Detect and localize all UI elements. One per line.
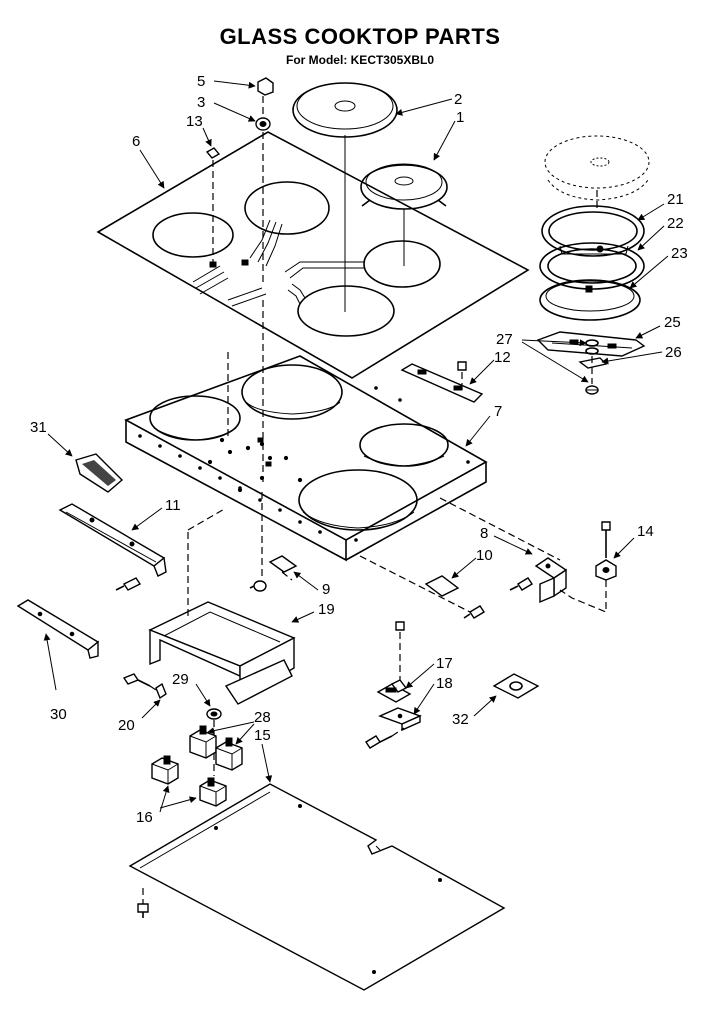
callout-21: 21 — [667, 191, 684, 208]
glass-cooktop-top — [96, 131, 530, 379]
callout-9: 9 — [322, 581, 330, 598]
screw-17 — [395, 621, 405, 631]
radiant-element-small — [360, 163, 448, 210]
box-19 — [148, 601, 296, 705]
washer-29 — [206, 708, 222, 720]
callout-6: 6 — [132, 133, 140, 150]
callout-14: 14 — [637, 523, 654, 540]
switch-28b — [215, 737, 243, 771]
bracket-12 — [400, 361, 484, 403]
callout-16: 16 — [136, 809, 153, 826]
trim-ring-21 — [541, 205, 645, 257]
bracket-25 — [536, 331, 646, 357]
ring-23 — [539, 279, 641, 321]
plate-32 — [492, 673, 540, 699]
bottom-panel-15 — [128, 783, 506, 991]
callout-numbers: 5 3 13 6 2 1 21 22 23 25 26 27 12 7 31 1… — [30, 73, 688, 826]
screw-9 — [249, 580, 267, 592]
callout-22: 22 — [667, 215, 684, 232]
clip-26 — [578, 357, 608, 369]
callout-3: 3 — [197, 94, 205, 111]
callout-18: 18 — [436, 675, 453, 692]
switch-16a — [151, 755, 179, 785]
callout-30: 30 — [50, 706, 67, 723]
callout-11: 11 — [165, 497, 181, 514]
rear-bracket-11 — [58, 503, 167, 577]
callout-25: 25 — [664, 314, 681, 331]
callout-17: 17 — [436, 655, 453, 672]
leader-lines — [43, 80, 669, 813]
clip-20 — [155, 682, 167, 700]
screw-10 — [463, 605, 485, 619]
bracket-8 — [534, 557, 568, 604]
callout-8: 8 — [480, 525, 488, 542]
switch-16b — [199, 777, 227, 807]
label-31 — [75, 453, 124, 493]
screw-14 — [601, 521, 611, 558]
diagram-title: GLASS COOKTOP PARTS — [219, 24, 501, 49]
screw-15 — [137, 903, 149, 918]
callout-26: 26 — [665, 344, 682, 361]
screw-27 — [585, 385, 599, 395]
nut-14 — [595, 559, 617, 581]
callout-28: 28 — [254, 709, 271, 726]
callout-10: 10 — [476, 547, 493, 564]
element-assembly — [536, 135, 650, 395]
callout-12: 12 — [494, 349, 511, 366]
screw-8 — [509, 577, 533, 591]
model-subtitle: For Model: KECT305XBL0 — [285, 53, 435, 67]
callout-31: 31 — [30, 419, 47, 436]
knob-nut-5 — [257, 77, 274, 96]
callout-32: 32 — [452, 711, 469, 728]
callout-15: 15 — [254, 727, 271, 744]
callout-2: 2 — [454, 91, 462, 108]
callout-1: 1 — [456, 109, 464, 126]
cooktop-frame — [124, 355, 488, 562]
callout-13: 13 — [186, 113, 203, 130]
screw-20 — [122, 673, 151, 687]
callout-5: 5 — [197, 73, 205, 90]
radiant-element-large — [292, 82, 398, 138]
callout-23: 23 — [671, 245, 688, 262]
bracket-9 — [268, 555, 298, 581]
callout-29: 29 — [172, 671, 189, 688]
nut-3 — [255, 117, 271, 131]
bracket-18 — [378, 707, 422, 732]
bracket-30 — [16, 599, 100, 659]
callout-20: 20 — [118, 717, 135, 734]
screw-18 — [365, 735, 393, 749]
callout-19: 19 — [318, 601, 335, 618]
plate-10 — [424, 575, 460, 597]
screw-11 — [115, 577, 142, 591]
switch-17 — [376, 679, 412, 703]
clip-13 — [205, 147, 221, 159]
callout-27: 27 — [496, 331, 513, 348]
callout-7: 7 — [494, 403, 502, 420]
